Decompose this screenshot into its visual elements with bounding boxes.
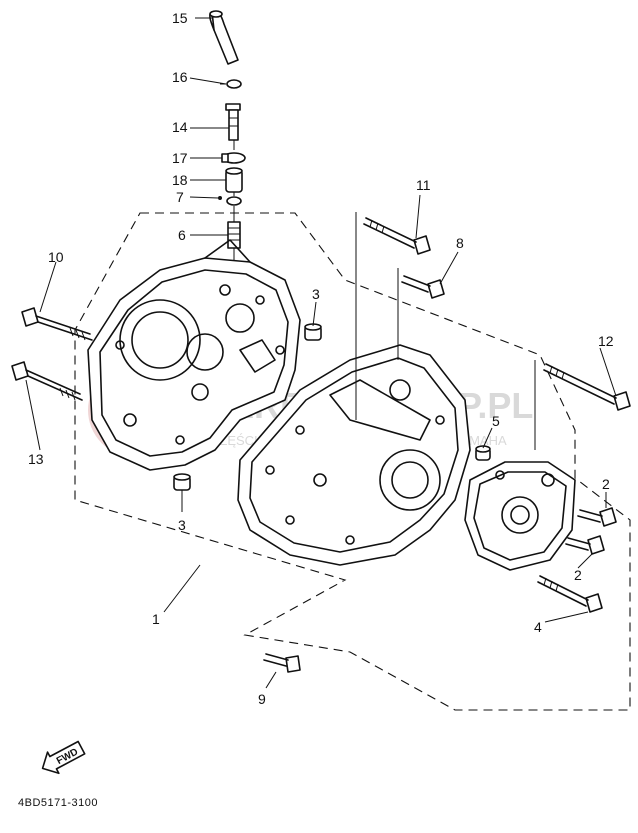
dowel-pin-3b	[173, 473, 191, 491]
callout-17: 17	[172, 150, 188, 166]
callout-13: 13	[28, 451, 44, 467]
crankcase-left	[87, 239, 301, 471]
hose-clamp-17	[221, 152, 246, 164]
fwd-arrow-label: FWD	[55, 747, 80, 767]
oring-7	[218, 196, 242, 206]
bolt-12	[543, 363, 631, 411]
bolt-2b	[565, 535, 605, 555]
callout-9: 9	[258, 691, 266, 707]
callout-6: 6	[178, 227, 186, 243]
callout-3-upper: 3	[312, 286, 320, 302]
breather-joint	[225, 103, 241, 141]
callout-4: 4	[534, 619, 542, 635]
bolt-11	[363, 217, 431, 255]
crankcase-right	[237, 344, 471, 566]
callout-10: 10	[48, 249, 64, 265]
callout-8: 8	[456, 235, 464, 251]
callout-18: 18	[172, 172, 188, 188]
callout-5: 5	[492, 413, 500, 429]
bolt-13	[11, 361, 83, 401]
bolt-2a	[577, 507, 617, 527]
callout-3-lower: 3	[178, 517, 186, 533]
bolt-9	[263, 653, 301, 673]
assembly-outline	[74, 212, 631, 711]
callout-7: 7	[176, 189, 184, 205]
callout-2-lower: 2	[574, 567, 582, 583]
drawing-code: 4BD5171-3100	[18, 797, 98, 809]
fwd-arrow: FWD	[41, 740, 86, 775]
bolt-4	[537, 575, 603, 613]
callout-1: 1	[152, 611, 160, 627]
hose-piece-18	[225, 167, 243, 193]
callout-15: 15	[172, 10, 188, 26]
crankcase-cover	[464, 461, 576, 571]
callout-11: 11	[416, 177, 431, 193]
callout-12: 12	[598, 333, 614, 349]
callouts: 15 16 14 17 18 7 6 11 8 10 3 12 13 5 3 2…	[28, 10, 614, 707]
dowel-pin-3a	[304, 323, 322, 341]
breather-hose	[209, 10, 239, 65]
bolt-8	[401, 275, 445, 299]
callout-16: 16	[172, 69, 188, 85]
bolt-10	[21, 307, 93, 341]
leader-lines	[25, 17, 617, 689]
dowel-pin-5	[475, 445, 491, 461]
callout-14: 14	[172, 119, 188, 135]
callout-2-upper: 2	[602, 476, 610, 492]
